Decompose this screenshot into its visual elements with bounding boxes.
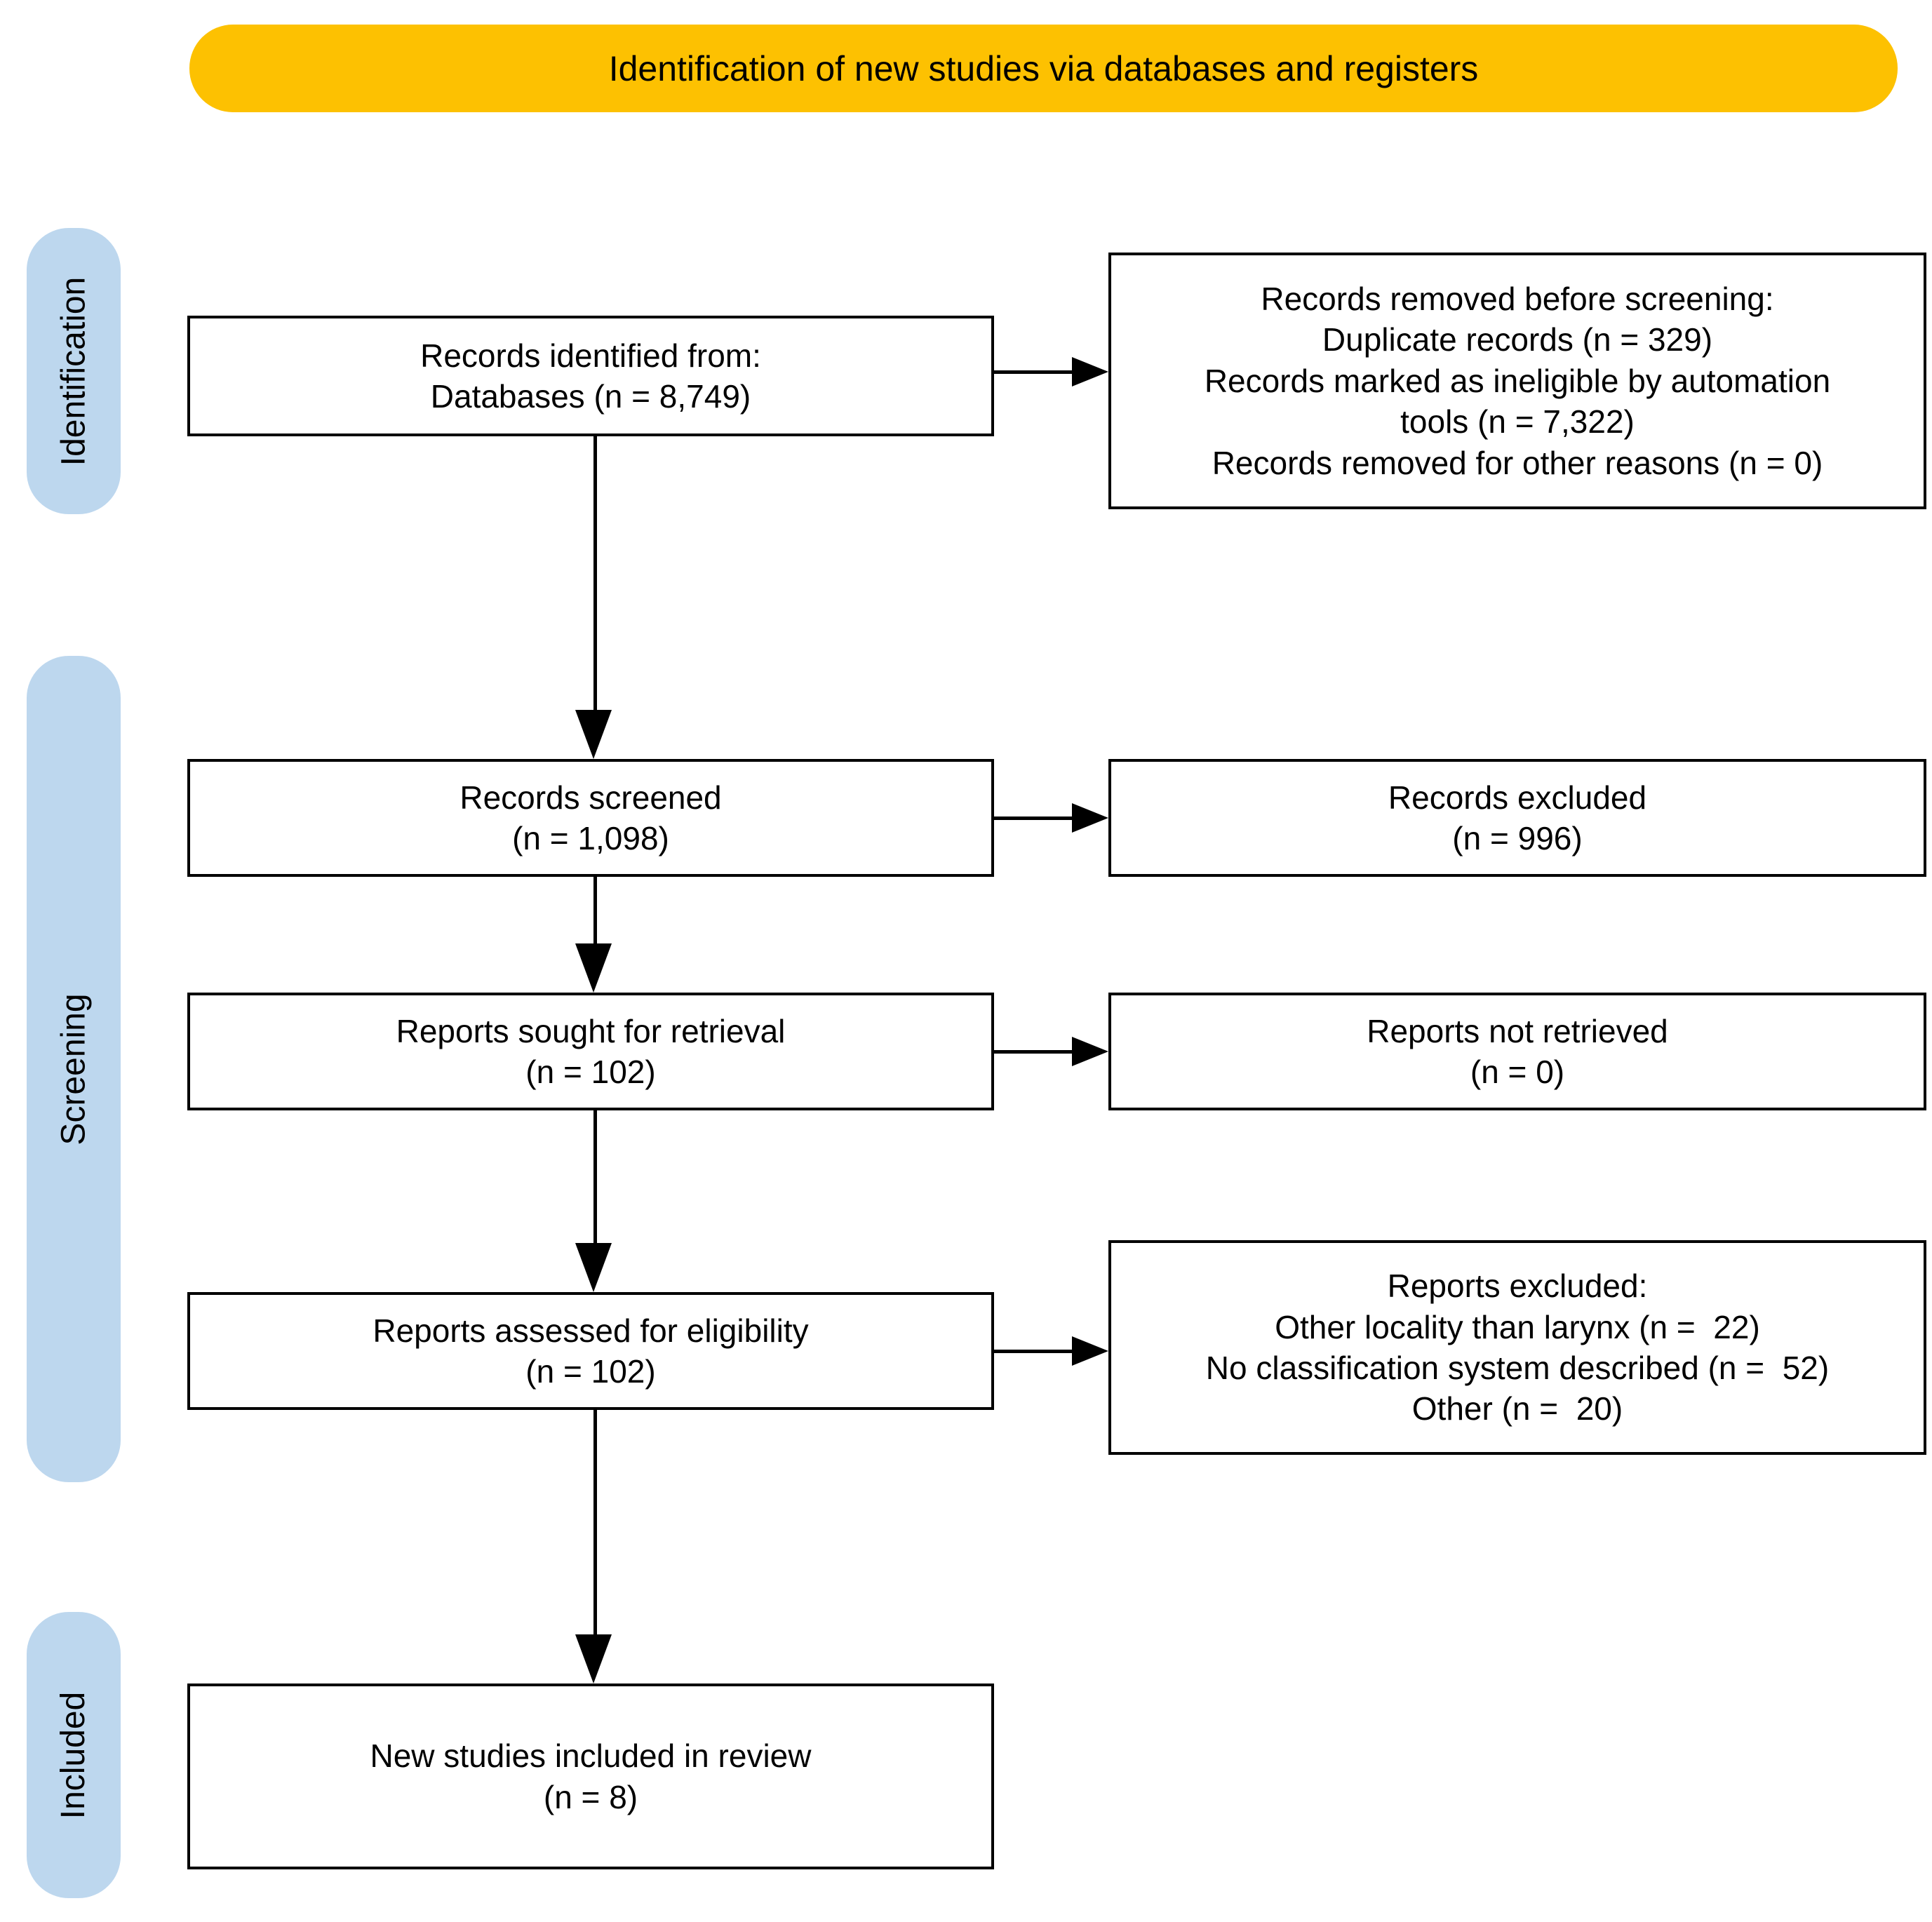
arrow-sought-to-assessed-line (593, 1110, 597, 1243)
arrow-assessed-to-included-line (593, 1410, 597, 1634)
box-records-screened: Records screened (n = 1,098) (187, 759, 994, 877)
stage-pill-screening: Screening (27, 656, 121, 1482)
box-new-studies-included-text: New studies included in review (n = 8) (370, 1738, 812, 1815)
arrow-identified-to-screened-line (593, 436, 597, 710)
box-reports-sought: Reports sought for retrieval (n = 102) (187, 993, 994, 1110)
arrow-assessed-to-reports-excluded-head-icon (1072, 1336, 1108, 1366)
box-records-excluded-text: Records excluded (n = 996) (1388, 779, 1647, 856)
box-records-identified: Records identified from: Databases (n = … (187, 316, 994, 436)
arrow-screened-to-excluded-line (994, 816, 1072, 820)
stage-pill-identification: Identification (27, 228, 121, 514)
arrow-identified-to-removed-line (994, 370, 1072, 374)
arrow-assessed-to-reports-excluded-line (994, 1350, 1072, 1353)
arrow-sought-to-not-retrieved-line (994, 1050, 1072, 1054)
arrow-screened-to-sought-head-icon (575, 943, 612, 993)
stage-label-screening: Screening (55, 993, 93, 1145)
box-records-identified-text: Records identified from: Databases (n = … (420, 337, 761, 415)
box-records-removed-text: Records removed before screening: Duplic… (1204, 280, 1831, 481)
box-reports-excluded-text: Reports excluded: Other locality than la… (1205, 1268, 1830, 1427)
box-new-studies-included: New studies included in review (n = 8) (187, 1684, 994, 1869)
stage-pill-included: Included (27, 1612, 121, 1898)
box-reports-not-retrieved-text: Reports not retrieved (n = 0) (1367, 1012, 1668, 1090)
box-reports-excluded: Reports excluded: Other locality than la… (1108, 1240, 1926, 1455)
box-reports-not-retrieved: Reports not retrieved (n = 0) (1108, 993, 1926, 1110)
box-records-excluded: Records excluded (n = 996) (1108, 759, 1926, 877)
stage-label-identification: Identification (55, 276, 93, 466)
box-records-removed: Records removed before screening: Duplic… (1108, 253, 1926, 509)
arrow-sought-to-not-retrieved-head-icon (1072, 1037, 1108, 1066)
arrow-screened-to-sought-line (593, 877, 597, 943)
box-reports-sought-text: Reports sought for retrieval (n = 102) (396, 1012, 786, 1090)
arrow-sought-to-assessed-head-icon (575, 1243, 612, 1292)
title-banner: Identification of new studies via databa… (189, 25, 1898, 112)
box-reports-assessed-text: Reports assessed for eligibility (n = 10… (373, 1312, 809, 1390)
box-reports-assessed: Reports assessed for eligibility (n = 10… (187, 1292, 994, 1410)
arrow-identified-to-screened-head-icon (575, 710, 612, 759)
arrow-screened-to-excluded-head-icon (1072, 803, 1108, 833)
arrow-identified-to-removed-head-icon (1072, 357, 1108, 387)
arrow-assessed-to-included-head-icon (575, 1634, 612, 1684)
box-records-screened-text: Records screened (n = 1,098) (459, 779, 722, 856)
stage-label-included: Included (55, 1691, 93, 1819)
